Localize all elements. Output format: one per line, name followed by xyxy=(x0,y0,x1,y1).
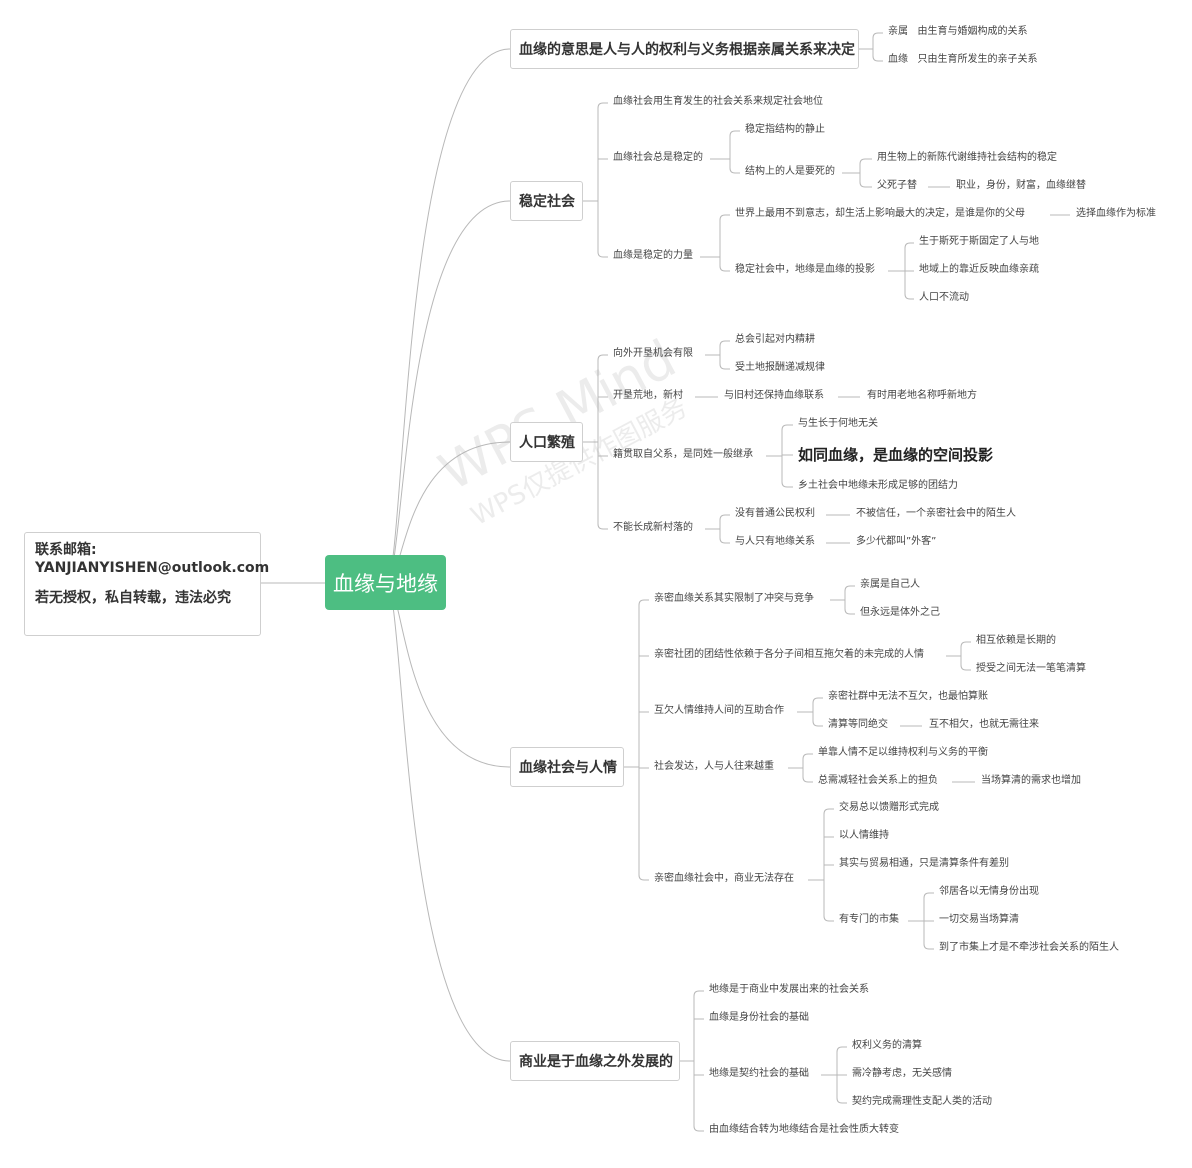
leaf-b4-n1b: 但永远是体外之己 xyxy=(860,607,940,618)
leaf-b2-n2b: 结构上的人是要死的 xyxy=(745,166,835,177)
leaf-b4-n5c: 其实与贸易相通，只是清算条件有差别 xyxy=(839,858,1009,869)
leaf-b4-n5d1: 邻居各以无情身份出现 xyxy=(939,886,1039,897)
leaf-b4-n3b1: 互不相欠，也就无需往来 xyxy=(929,719,1039,730)
connector xyxy=(802,753,809,783)
leaf-b2-n1: 血缘社会用生育发生的社会关系来规定社会地位 xyxy=(613,96,823,107)
leaf-b2-n2b1: 用生物上的新陈代谢维持社会结构的稳定 xyxy=(877,152,1057,163)
leaf-b4-n2b: 授受之间无法一笔笔清算 xyxy=(976,663,1086,674)
root-node[interactable]: 血缘与地缘 xyxy=(325,555,446,610)
connector xyxy=(960,641,967,671)
connector xyxy=(385,200,511,584)
connector xyxy=(844,585,851,615)
leaf-b3-n3c: 乡土社会中地缘未形成足够的团结力 xyxy=(798,480,958,491)
branch-commerce[interactable]: 商业是于血缘之外发展的 xyxy=(510,1041,680,1081)
leaf-b3-n2: 开垦荒地，新村 xyxy=(613,390,683,401)
leaf-b3-n1b: 受土地报酬递减规律 xyxy=(735,362,825,373)
leaf-b5-n3a: 权利义务的清算 xyxy=(852,1040,922,1051)
email-address: YANJIANYISHEN@outlook.com xyxy=(35,560,270,576)
connector xyxy=(385,48,511,584)
contact-info-box[interactable]: 联系邮箱: YANJIANYISHEN@outlook.com 若无授权，私自转… xyxy=(24,532,270,636)
leaf-kinship: 亲属 由生育与婚姻构成的关系 xyxy=(888,25,1028,39)
leaf-b3-n2a: 与旧村还保持血缘联系 xyxy=(724,390,824,401)
branch-stable-society[interactable]: 稳定社会 xyxy=(510,181,583,221)
leaf-b2-n3b2: 地域上的靠近反映血缘亲疏 xyxy=(919,264,1039,275)
leaf-b4-n3a: 亲密社群中无法不互欠，也最怕算账 xyxy=(828,691,988,702)
leaf-b3-n4b: 与人只有地缘关系 xyxy=(735,536,815,547)
leaf-b3-n4b1: 多少代都叫”外客” xyxy=(856,536,937,547)
copyright-notice: 若无授权，私自转载，违法必究 xyxy=(35,590,231,606)
leaf-b4-n5d: 有专门的市集 xyxy=(839,914,899,925)
connector xyxy=(385,582,511,1062)
leaf-b2-n2b2: 父死子替 xyxy=(877,180,917,191)
leaf-b2-n3b3: 人口不流动 xyxy=(919,292,969,303)
connector xyxy=(597,354,604,530)
leaf-b3-n2b: 有时用老地名称呼新地方 xyxy=(867,390,977,401)
leaf-b2-n2b2a: 职业，身份，财富，血缘继替 xyxy=(956,180,1086,191)
leaf-b4-n5: 亲密血缘社会中，商业无法存在 xyxy=(654,873,794,884)
branch-blood-meaning[interactable]: 血缘的意思是人与人的权利与义务根据亲属关系来决定 xyxy=(510,29,859,69)
leaf-b3-n4a: 没有普通公民权利 xyxy=(735,508,815,519)
connector xyxy=(872,32,879,62)
leaf-b4-n2a: 相互依赖是长期的 xyxy=(976,635,1056,646)
leaf-b4-n3: 互欠人情维持人间的互助合作 xyxy=(654,705,784,716)
leaf-b2-n3: 血缘是稳定的力量 xyxy=(613,250,693,261)
leaf-b2-n2: 血缘社会总是稳定的 xyxy=(613,152,703,163)
email-label: 联系邮箱: xyxy=(35,542,97,558)
leaf-kinship-term: 亲属 xyxy=(888,26,908,37)
connector xyxy=(597,102,604,258)
leaf-b5-n3b: 需冷静考虑，无关感情 xyxy=(852,1068,952,1079)
leaf-b3-n4a1: 不被信任，一个亲密社会中的陌生人 xyxy=(856,508,1016,519)
leaf-b2-n3b: 稳定社会中，地缘是血缘的投影 xyxy=(735,264,875,275)
leaf-b3-n3: 籍贯取自父系，是同姓一般继承 xyxy=(613,449,753,460)
leaf-b5-n2: 血缘是身份社会的基础 xyxy=(709,1012,809,1023)
leaf-b3-n1a: 总会引起对内精耕 xyxy=(735,334,815,345)
leaf-b4-n1: 亲密血缘关系其实限制了冲突与竞争 xyxy=(654,593,814,604)
connector xyxy=(719,214,726,272)
leaf-b3-n1: 向外开垦机会有限 xyxy=(613,348,693,359)
leaf-b4-n3b: 清算等同绝交 xyxy=(828,719,888,730)
leaf-b4-n4b1: 当场算清的需求也增加 xyxy=(981,775,1081,786)
connector xyxy=(693,990,700,1132)
connector xyxy=(638,599,645,881)
leaf-b5-n1: 地缘是于商业中发展出来的社会关系 xyxy=(709,984,869,995)
connector xyxy=(729,130,736,174)
leaf-b2-n3b1: 生于斯死于斯固定了人与地 xyxy=(919,236,1039,247)
leaf-b4-n5d3: 到了市集上才是不牵涉社会关系的陌生人 xyxy=(939,942,1119,953)
leaf-blood-def: 只由生育所发生的亲子关系 xyxy=(917,54,1038,65)
leaf-kinship-def: 由生育与婚姻构成的关系 xyxy=(917,26,1028,37)
connector xyxy=(859,158,866,188)
leaf-b5-n3c: 契约完成需理性支配人类的活动 xyxy=(852,1096,992,1107)
leaf-blood-term: 血缘 xyxy=(888,54,908,65)
leaf-b3-n3b: 如同血缘，是血缘的空间投影 xyxy=(798,446,994,464)
branch-renqing[interactable]: 血缘社会与人情 xyxy=(510,747,624,787)
leaf-b2-n3a: 世界上最用不到意志，却生活上影响最大的决定，是谁是你的父母 xyxy=(735,208,1025,219)
leaf-b4-n4b: 总需减轻社会关系上的担负 xyxy=(818,775,938,786)
leaf-b2-n3a1: 选择血缘作为标准 xyxy=(1076,208,1156,219)
leaf-b4-n1a: 亲属是自己人 xyxy=(860,579,920,590)
leaf-b2-n2a: 稳定指结构的静止 xyxy=(745,124,825,135)
leaf-blood: 血缘 只由生育所发生的亲子关系 xyxy=(888,53,1038,67)
leaf-b4-n4: 社会发达，人与人往来越重 xyxy=(654,761,774,772)
leaf-b4-n2: 亲密社团的团结性依赖于各分子间相互拖欠着的未完成的人情 xyxy=(654,649,924,660)
leaf-b4-n4a: 单靠人情不足以维持权利与义务的平衡 xyxy=(818,747,988,758)
branch-population[interactable]: 人口繁殖 xyxy=(510,422,583,462)
connector xyxy=(781,424,788,488)
connector xyxy=(385,582,511,768)
connector xyxy=(812,697,819,727)
leaf-b3-n3a: 与生长于何地无关 xyxy=(798,418,878,429)
leaf-b4-n5d2: 一切交易当场算清 xyxy=(939,914,1019,925)
leaf-b4-n5a: 交易总以馈赠形式完成 xyxy=(839,802,939,813)
connector xyxy=(719,340,726,370)
leaf-b5-n3: 地缘是契约社会的基础 xyxy=(709,1068,809,1079)
connector xyxy=(719,514,726,544)
leaf-b3-n4: 不能长成新村落的 xyxy=(613,522,693,533)
leaf-b4-n5b: 以人情维持 xyxy=(839,830,889,841)
leaf-b5-n4: 由血缘结合转为地缘结合是社会性质大转变 xyxy=(709,1124,899,1135)
